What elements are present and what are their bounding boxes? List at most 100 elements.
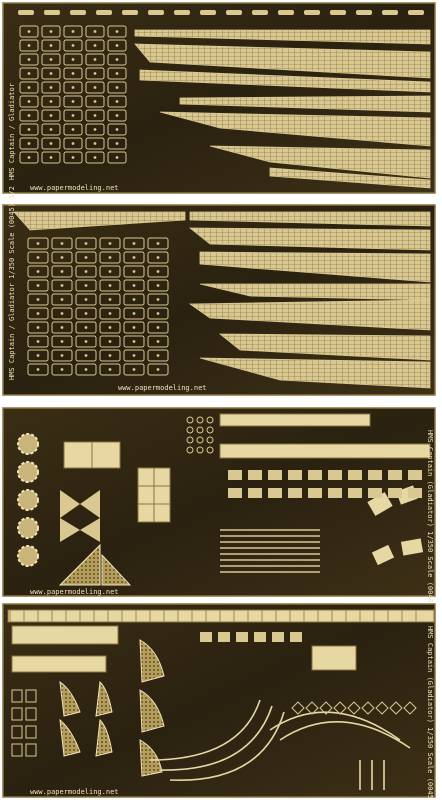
hatch-part (248, 488, 262, 498)
clip-part (63, 39, 83, 52)
ring-part (186, 446, 194, 454)
clip-part (85, 53, 105, 66)
clip-hole (132, 270, 136, 273)
clip-hole (84, 270, 88, 273)
clip-part (75, 293, 97, 306)
hatch-part (308, 488, 322, 498)
clip-hole (60, 256, 64, 259)
clip-hole (115, 86, 119, 89)
clip-hole (108, 312, 112, 315)
clip-hole (49, 58, 53, 61)
clip-part (99, 265, 121, 278)
fret-4-side-text: HMS Captain (Gladiator) 1/350 Scale (004… (426, 626, 434, 800)
clip-part (27, 363, 49, 376)
fret-2-maker-text: www.papermodeling.net (118, 384, 207, 392)
link-part (70, 10, 86, 15)
clip-part (19, 67, 39, 80)
hatch-part (288, 488, 302, 498)
curved-rails (149, 699, 411, 790)
clip-part (75, 307, 97, 320)
clip-part (99, 279, 121, 292)
link-part (330, 10, 346, 15)
clip-hole (115, 128, 119, 131)
clip-part (147, 265, 169, 278)
clip-part (99, 293, 121, 306)
link-part (356, 10, 372, 15)
hatch-part (268, 470, 282, 480)
ring-part (186, 426, 194, 434)
clip-part (27, 279, 49, 292)
clip-hole (71, 156, 75, 159)
clip-part (27, 293, 49, 306)
link-part (304, 10, 320, 15)
clip-part (75, 349, 97, 362)
clip-part (27, 251, 49, 264)
clip-part (75, 335, 97, 348)
clip-hole (36, 270, 40, 273)
clip-hole (108, 270, 112, 273)
clip-part (19, 137, 39, 150)
clip-part (63, 81, 83, 94)
clip-hole (27, 156, 31, 159)
clip-part (19, 151, 39, 164)
clip-part (51, 335, 73, 348)
clip-hole (49, 30, 53, 33)
clip-hole (36, 256, 40, 259)
clip-part (85, 39, 105, 52)
clip-hole (93, 142, 97, 145)
clip-hole (132, 256, 136, 259)
clip-hole (115, 100, 119, 103)
link-part (200, 10, 216, 15)
fret-3-maker-text: www.papermodeling.net (30, 588, 119, 596)
clip-part (41, 25, 61, 38)
clip-part (63, 109, 83, 122)
clip-hole (115, 142, 119, 145)
hatch-part (348, 470, 362, 480)
ring-part (196, 426, 204, 434)
bracket-part (11, 689, 23, 703)
clip-part (41, 137, 61, 150)
clip-hole (27, 72, 31, 75)
clip-part (19, 109, 39, 122)
gear-discs (17, 433, 39, 567)
clip-part (147, 307, 169, 320)
clip-part (107, 137, 127, 150)
clip-hole (108, 256, 112, 259)
clip-hole (108, 354, 112, 357)
clip-hole (49, 72, 53, 75)
clip-part (41, 123, 61, 136)
clip-part (99, 349, 121, 362)
clip-hole (36, 312, 40, 315)
fret-3-side-text: HMS Captain (Gladiator) 1/350 Scale (004… (426, 430, 434, 624)
clip-part (41, 53, 61, 66)
clip-part (147, 335, 169, 348)
clip-hole (108, 326, 112, 329)
clip-part (147, 349, 169, 362)
clip-hole (93, 100, 97, 103)
ring-part (206, 426, 214, 434)
clip-part (147, 251, 169, 264)
clip-part (27, 307, 49, 320)
cross-part (333, 701, 347, 715)
clip-part (107, 81, 127, 94)
hatch-part (348, 488, 362, 498)
hatch-part (228, 488, 242, 498)
fret-4: HMS Captain (Gladiator) 1/350 Scale (004… (2, 603, 436, 800)
clip-hole (84, 368, 88, 371)
clip-part (147, 279, 169, 292)
clip-part (123, 279, 145, 292)
link-part (382, 10, 398, 15)
hatch-part (288, 470, 302, 480)
clip-hole (156, 298, 160, 301)
clip-hole (132, 368, 136, 371)
clip-part (85, 67, 105, 80)
clip-hole (84, 256, 88, 259)
clip-part (107, 39, 127, 52)
clip-part (75, 279, 97, 292)
clip-hole (27, 128, 31, 131)
clip-hole (27, 86, 31, 89)
clip-hole (71, 128, 75, 131)
clip-hole (156, 270, 160, 273)
clip-part (51, 321, 73, 334)
